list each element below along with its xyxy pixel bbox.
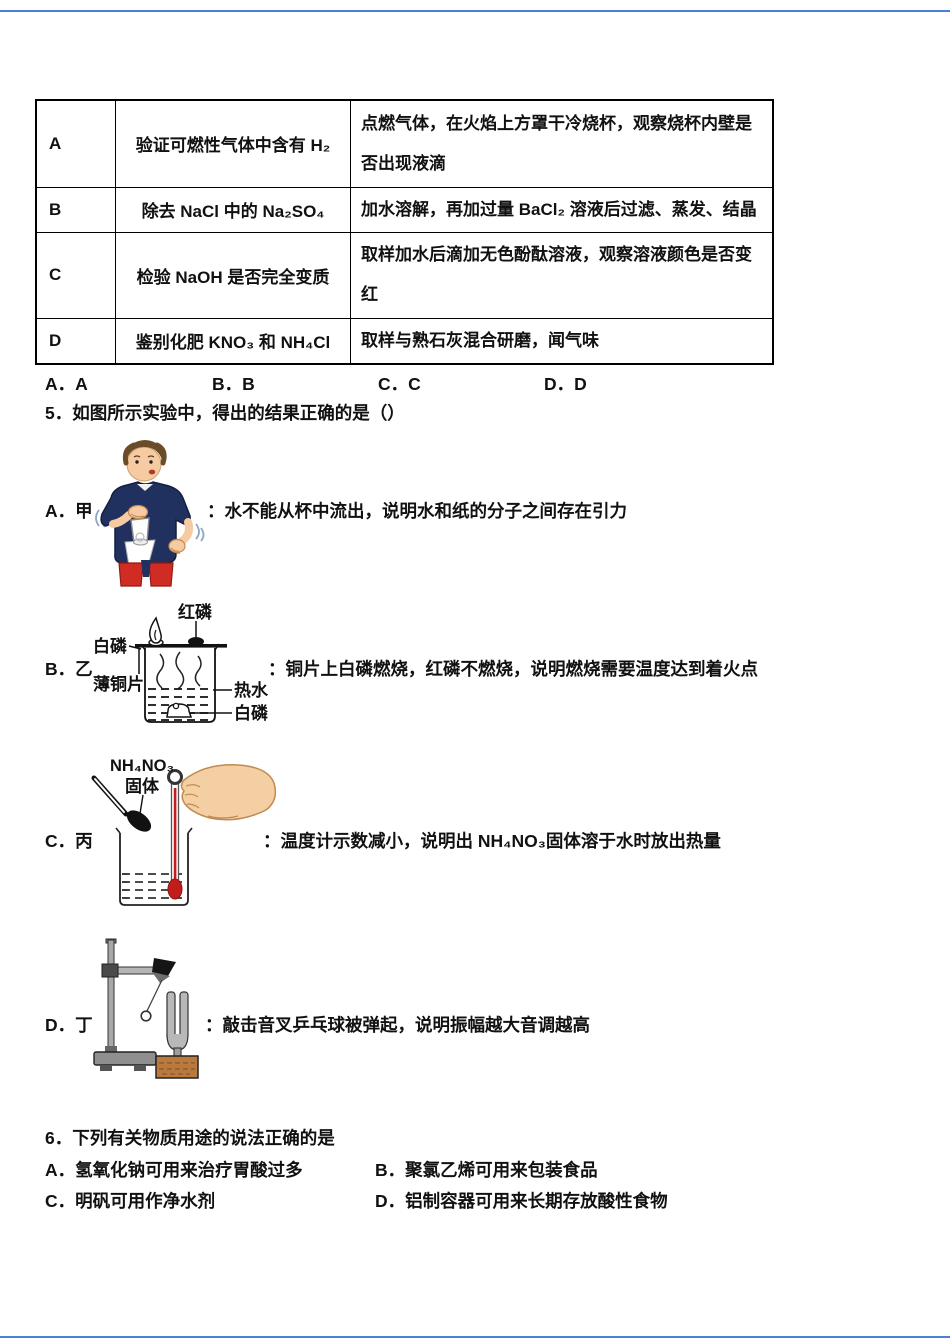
q5-optionA-desc: ：水不能从杯中流出，说明水和纸的分子之间存在引力 xyxy=(207,501,627,521)
label-white-phosphorus-top: 白磷 xyxy=(93,636,128,656)
row-d-procedure: 取样与熟石灰混合研磨，闻气味 xyxy=(350,317,774,365)
stand-rod xyxy=(107,939,115,1053)
spoon-handle xyxy=(91,775,129,817)
table-row: B 除去 NaCl 中的 Na₂SO₄ 加水溶解，再加过量 BaCl₂ 溶液后过… xyxy=(35,186,774,233)
question4-table: A 验证可燃性气体中含有 H₂ 点燃气体，在火焰上方罩干冷烧杯，观察烧杯内壁是否… xyxy=(35,99,774,365)
table-row: C 检验 NaOH 是否完全变质 取样加水后滴加无色酚酞溶液，观察溶液颜色是否变… xyxy=(35,231,774,319)
label-hot-water: 热水 xyxy=(234,680,269,700)
question5-stem: 5．如图所示实验中，得出的结果正确的是（） xyxy=(45,403,405,423)
copper-sheet xyxy=(135,644,227,648)
row-b-letter: B xyxy=(35,186,116,233)
q5-optionB-desc: ：铜片上白磷燃烧，红磷不燃烧，说明燃烧需要温度达到着火点 xyxy=(268,659,758,679)
tuning-fork-experiment-diagram xyxy=(93,938,199,1079)
question6-stem: 6．下列有关物质用途的说法正确的是 xyxy=(45,1128,335,1148)
boy-cup-illustration xyxy=(95,440,205,587)
white-phosphorus-underwater xyxy=(166,703,193,718)
table-row: D 鉴别化肥 KNO₃ 和 NH₄Cl 取样与熟石灰混合研磨，闻气味 xyxy=(35,317,774,365)
q5-optionD-label: D．丁 xyxy=(45,1015,93,1035)
tuning-fork-stem xyxy=(173,1047,182,1058)
stand-clamp xyxy=(101,963,119,978)
label-red-phosphorus: 红磷 xyxy=(178,602,213,622)
q5-optionC-desc: ：温度计示数减小，说明出 NH₄NO₃固体溶于水时放出热量 xyxy=(263,831,721,851)
label-copper-sheet: 薄铜片 xyxy=(93,674,144,694)
ammonium-nitrate-experiment-diagram: NH₄NO₃ 固体 xyxy=(91,757,277,906)
stand-arm xyxy=(115,966,157,975)
stand-base xyxy=(93,1051,157,1066)
row-a-task: 验证可燃性气体中含有 H₂ xyxy=(115,99,351,188)
string xyxy=(146,979,163,1012)
wooden-block xyxy=(155,1055,199,1079)
q5-optionB-label: B．乙 xyxy=(45,659,93,679)
tuning-fork-prong-right xyxy=(179,991,189,1039)
q5-optionD-desc: ：敲击音叉乒乓球被弹起，说明振幅越大音调越高 xyxy=(205,1015,590,1035)
white-phosphorus-sample xyxy=(148,638,164,647)
thermometer-tube xyxy=(170,782,180,882)
q6-optionA: A．氢氧化钠可用来治疗胃酸过多 xyxy=(45,1160,303,1180)
beaker xyxy=(119,833,189,906)
hand-illustration xyxy=(180,764,277,821)
q6-optionC: C．明矾可用作净水剂 xyxy=(45,1191,216,1211)
red-phosphorus-sample xyxy=(188,637,204,646)
row-d-letter: D xyxy=(35,317,116,365)
answer-choice-c: C．C xyxy=(378,374,421,394)
row-c-procedure: 取样加水后滴加无色酚酞溶液，观察溶液颜色是否变红 xyxy=(350,231,774,319)
q5-optionC-label: C．丙 xyxy=(45,831,93,851)
row-c-task: 检验 NaOH 是否完全变质 xyxy=(115,231,351,319)
bottom-blue-rule xyxy=(0,1336,950,1338)
thermometer-ring xyxy=(167,769,183,785)
row-a-procedure: 点燃气体，在火焰上方罩干冷烧杯，观察烧杯内壁是否出现液滴 xyxy=(350,99,774,188)
q6-optionB: B．聚氯乙烯可用来包装食品 xyxy=(375,1160,598,1180)
table-row: A 验证可燃性气体中含有 H₂ 点燃气体，在火焰上方罩干冷烧杯，观察烧杯内壁是否… xyxy=(35,99,774,188)
phosphorus-experiment-diagram: 红磷 白磷 薄铜片 热水 白磷 xyxy=(93,602,269,723)
label-solid: 固体 xyxy=(125,776,160,796)
answer-choice-b: B．B xyxy=(212,374,255,394)
answer-choice-d: D．D xyxy=(544,374,587,394)
top-blue-rule xyxy=(0,10,950,12)
tuning-fork-prong-left xyxy=(166,991,176,1041)
q5-optionA-label: A．甲 xyxy=(45,501,93,521)
q6-optionD: D．铝制容器可用来长期存放酸性食物 xyxy=(375,1191,668,1211)
row-b-task: 除去 NaCl 中的 Na₂SO₄ xyxy=(115,186,351,233)
flame-icon xyxy=(149,616,162,644)
row-b-procedure: 加水溶解，再加过量 BaCl₂ 溶液后过滤、蒸发、结晶 xyxy=(350,186,774,233)
clamp-jaw xyxy=(152,958,176,976)
thermometer-bulb xyxy=(167,878,183,900)
label-white-phosphorus-bottom: 白磷 xyxy=(234,703,269,723)
row-d-task: 鉴别化肥 KNO₃ 和 NH₄Cl xyxy=(115,317,351,365)
label-nh4no3: NH₄NO₃ xyxy=(110,757,174,775)
row-c-letter: C xyxy=(35,231,116,319)
spoon-bowl xyxy=(126,810,152,832)
answer-choice-a: A．A xyxy=(45,374,88,394)
ping-pong-ball xyxy=(140,1010,152,1022)
row-a-letter: A xyxy=(35,99,116,188)
